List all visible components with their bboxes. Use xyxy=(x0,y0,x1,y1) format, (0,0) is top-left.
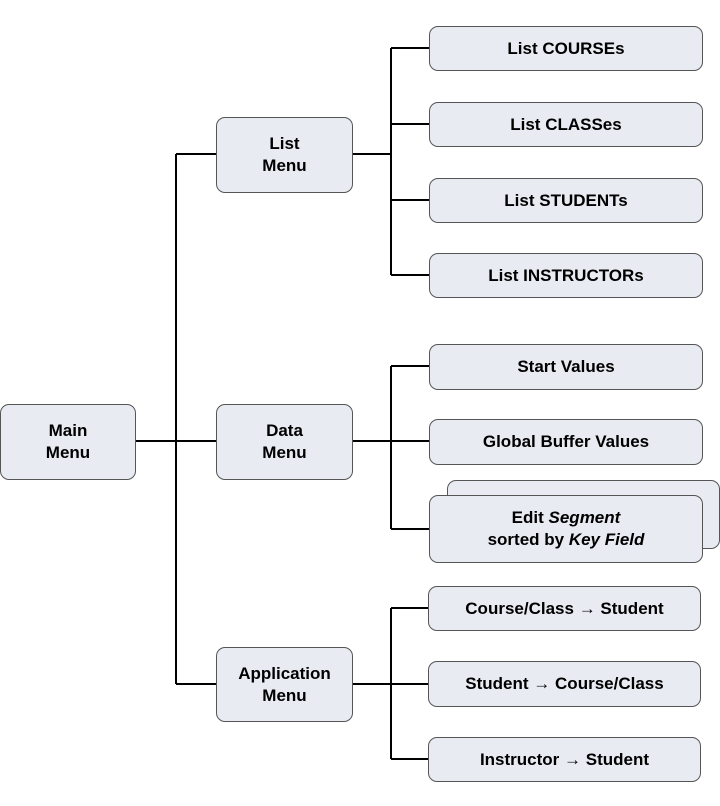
list-menu-line2: Menu xyxy=(262,156,307,175)
arrow-right-icon: → xyxy=(564,749,582,769)
course-class-to-student-node: Course/Class → Student xyxy=(428,586,701,631)
application-menu-line1: Application xyxy=(238,663,331,683)
list-classes-label: List CLASSes xyxy=(510,114,622,134)
arrow-right-icon: → xyxy=(578,598,596,618)
application-menu-node: Application Menu xyxy=(216,647,353,722)
start-values-label: Start Values xyxy=(517,357,615,376)
segment-term: Segment xyxy=(548,508,621,527)
start-values-node: Start Values xyxy=(429,344,703,390)
sorted-by-prefix: sorted by xyxy=(487,530,569,549)
list-students-node: List STUDENTs xyxy=(429,178,703,223)
edit-segment-line2: sorted by Key Field xyxy=(488,529,645,551)
list-courses-label: List COURSEs xyxy=(507,38,625,58)
data-menu-line1: Data xyxy=(266,421,303,440)
data-menu-line2: Menu xyxy=(262,443,307,462)
list-menu-node: List Menu xyxy=(216,117,353,193)
list-instructors-node: List INSTRUCTORs xyxy=(429,253,703,298)
global-buffer-values-node: Global Buffer Values xyxy=(429,419,703,465)
main-menu-line2: Menu xyxy=(45,443,91,462)
instructor-to-student-node: Instructor → Student xyxy=(428,737,701,782)
key-field-term: Key Field xyxy=(568,530,645,549)
list-courses-node: List COURSEs xyxy=(429,26,703,71)
student-to-course-class-label: Student → Course/Class xyxy=(465,674,664,693)
main-menu-node: Main Menu xyxy=(0,404,136,480)
edit-segment-node: Edit Segment sorted by Key Field xyxy=(429,495,703,563)
arrow-right-icon: → xyxy=(533,674,551,693)
data-menu-node: Data Menu xyxy=(216,404,353,480)
course-class-to-student-label: Course/Class → Student xyxy=(465,598,664,618)
application-menu-line2: Menu xyxy=(262,685,307,705)
student-to-course-class-node: Student → Course/Class xyxy=(428,661,701,707)
list-classes-node: List CLASSes xyxy=(429,102,703,147)
main-menu-line1: Main xyxy=(48,421,88,440)
list-students-label: List STUDENTs xyxy=(504,190,628,210)
edit-segment-line1: Edit Segment xyxy=(488,507,645,529)
list-instructors-label: List INSTRUCTORs xyxy=(488,265,644,285)
instructor-to-student-label: Instructor → Student xyxy=(479,749,650,769)
global-buffer-values-label: Global Buffer Values xyxy=(482,432,650,451)
list-menu-line1: List xyxy=(269,134,300,153)
edit-prefix: Edit xyxy=(511,508,549,527)
